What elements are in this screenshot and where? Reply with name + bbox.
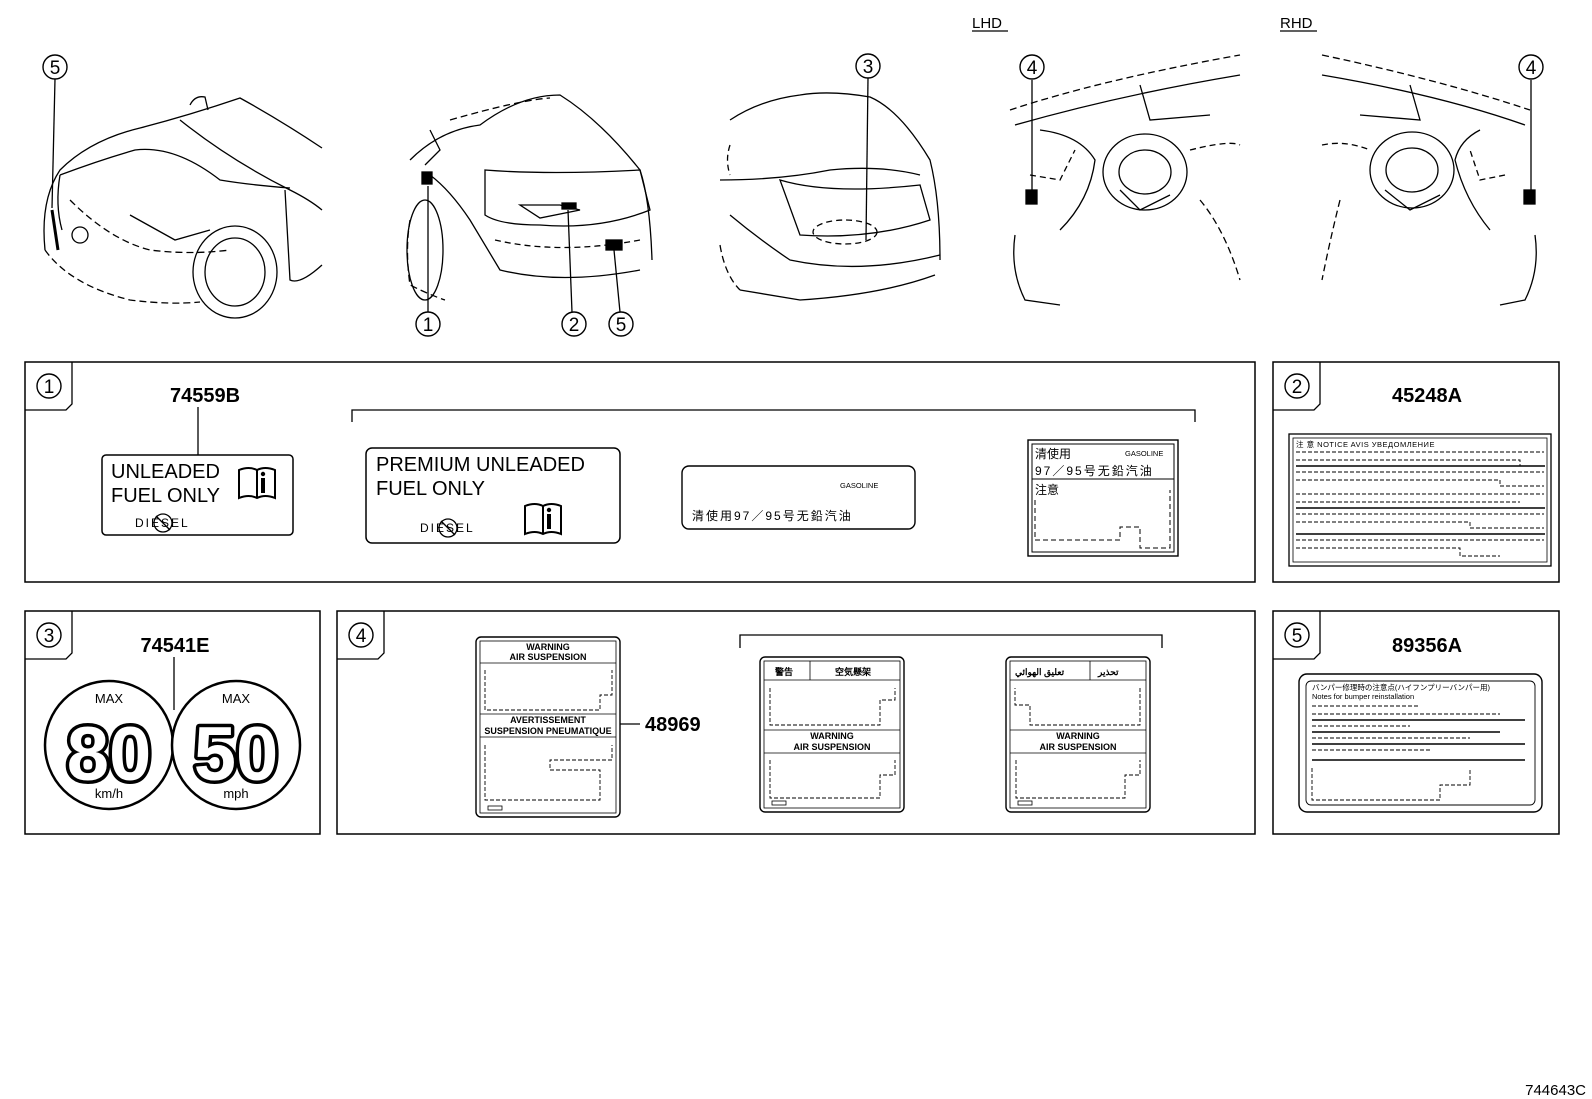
label-warning-air-suspension-bilingual: WARNING AIR SUSPENSION AVERTISSEMENT SUS…: [475, 636, 621, 818]
panel-2-notice-label: 2 45248A 注 意 NOTICE AVIS УВЕДОМЛЕНИЕ: [1272, 361, 1560, 583]
svg-text:2: 2: [1292, 377, 1303, 398]
svg-text:DIESEL: DIESEL: [420, 521, 475, 535]
car-front-view: [43, 96, 323, 319]
panel-3-speed-limit-labels: 3 74541E MAX 80 80 km/h MAX 50 50 mph: [24, 610, 321, 835]
svg-text:FUEL ONLY: FUEL ONLY: [376, 478, 485, 500]
svg-text:97／95号无鉛汽油: 97／95号无鉛汽油: [1035, 463, 1154, 478]
panel-5-bumper-label: 5 89356A バンパー修理時の注意点(ハイフンプリーバンパー用) Notes…: [1272, 610, 1560, 835]
label-warning-air-suspension-arabic: تعليق الهوائي تحذير WARNING AIR SUSPENSI…: [1005, 656, 1151, 813]
svg-text:Notes for bumper reinstallatio: Notes for bumper reinstallation: [1312, 692, 1414, 701]
svg-text:MAX: MAX: [95, 691, 124, 706]
part-45248A: 45248A: [1392, 385, 1462, 407]
svg-text:تحذير: تحذير: [1097, 667, 1119, 678]
svg-text:空気懸架: 空気懸架: [835, 666, 871, 677]
callout-2-rear: 2: [561, 311, 587, 337]
svg-text:4: 4: [1526, 58, 1537, 79]
svg-text:FUEL ONLY: FUEL ONLY: [111, 485, 220, 507]
svg-text:PREMIUM UNLEADED: PREMIUM UNLEADED: [376, 454, 585, 476]
callout-5-front: 5: [42, 54, 68, 80]
svg-text:5: 5: [616, 315, 627, 336]
rhd-label: RHD: [1280, 15, 1313, 32]
interior-rhd-view: [1321, 54, 1537, 306]
svg-text:清使用: 清使用: [1035, 446, 1071, 461]
svg-text:1: 1: [44, 377, 55, 398]
svg-text:WARNING: WARNING: [1056, 731, 1100, 741]
svg-text:80: 80: [67, 712, 152, 797]
drawing-code: 744643C: [1525, 1082, 1586, 1099]
svg-text:50: 50: [194, 712, 279, 797]
interior-lhd-view: [1009, 54, 1241, 306]
speed-label-kmh: MAX 80 80 km/h: [43, 679, 175, 811]
svg-text:km/h: km/h: [95, 786, 123, 801]
panel-4-air-suspension-labels: 4 WARNING AIR SUSPENSION AVERTISSEMENT S…: [336, 610, 1256, 835]
svg-text:GASOLINE: GASOLINE: [1125, 449, 1163, 458]
svg-text:UNLEADED: UNLEADED: [111, 461, 220, 483]
svg-text:注 意 NOTICE AVIS УВЕДОМ: 注 意 NOTICE AVIS УВЕДОМЛЕНИЕ: [1296, 439, 1435, 449]
svg-text:AIR SUSPENSION: AIR SUSPENSION: [509, 652, 586, 662]
lhd-label: LHD: [972, 15, 1002, 32]
callout-3-trunk: 3: [855, 53, 881, 79]
svg-text:MAX: MAX: [222, 691, 251, 706]
svg-text:80: 80: [67, 712, 152, 797]
svg-text:5: 5: [50, 58, 61, 79]
svg-text:警告: 警告: [775, 666, 793, 677]
svg-text:2: 2: [569, 315, 580, 336]
label-warning-air-suspension-japanese: 警告 空気懸架 WARNING AIR SUSPENSION: [759, 656, 905, 813]
svg-text:1: 1: [423, 315, 434, 336]
callout-4-rhd: 4: [1518, 54, 1544, 80]
svg-text:5: 5: [1292, 626, 1303, 647]
label-gasoline-chinese: GASOLINE 清使用97／95号无鉛汽油: [681, 465, 916, 530]
car-rear-view: [406, 94, 653, 301]
svg-text:mph: mph: [223, 786, 248, 801]
part-74559B: 74559B: [170, 385, 240, 407]
svg-text:GASOLINE: GASOLINE: [840, 481, 878, 490]
label-unleaded-fuel-only: UNLEADED FUEL ONLY DIESEL: [101, 454, 294, 536]
svg-text:WARNING: WARNING: [526, 642, 570, 652]
svg-text:SUSPENSION PNEUMATIQUE: SUSPENSION PNEUMATIQUE: [484, 726, 611, 736]
callout-4-lhd: 4: [1019, 54, 1045, 80]
part-48969: 48969: [645, 714, 701, 736]
car-rear-trunk-view: [719, 92, 941, 301]
speed-label-mph: MAX 50 50 mph: [170, 679, 302, 811]
svg-text:AIR SUSPENSION: AIR SUSPENSION: [1039, 742, 1116, 752]
part-74541E: 74541E: [141, 635, 210, 657]
svg-text:4: 4: [1027, 58, 1038, 79]
svg-text:4: 4: [356, 626, 367, 647]
svg-text:50: 50: [194, 712, 279, 797]
svg-text:バンパー修理時の注意点(ハイフンプリーバンパー用): バンパー修理時の注意点(ハイフンプリーバンパー用): [1312, 682, 1490, 692]
callout-5-rear: 5: [608, 311, 634, 337]
part-89356A: 89356A: [1392, 635, 1462, 657]
svg-text:DIESEL: DIESEL: [135, 516, 190, 530]
svg-text:تعليق الهوائي: تعليق الهوائي: [1015, 667, 1065, 678]
svg-text:注意: 注意: [1035, 482, 1059, 497]
svg-text:WARNING: WARNING: [810, 731, 854, 741]
svg-text:3: 3: [863, 57, 874, 78]
panel-1-fuel-labels: 1 74559B UNLEADED FUEL ONLY DIESEL PREMI…: [24, 361, 1256, 583]
label-gasoline-notice: 清使用 GASOLINE 97／95号无鉛汽油 注意: [1027, 439, 1179, 557]
svg-text:3: 3: [44, 626, 55, 647]
svg-text:AVERTISSEMENT: AVERTISSEMENT: [510, 715, 586, 725]
callout-1-rear: 1: [415, 311, 441, 337]
svg-text:清使用97／95号无鉛汽油: 清使用97／95号无鉛汽油: [692, 508, 853, 523]
svg-text:AIR SUSPENSION: AIR SUSPENSION: [793, 742, 870, 752]
label-premium-unleaded: PREMIUM UNLEADED FUEL ONLY DIESEL: [365, 447, 621, 544]
